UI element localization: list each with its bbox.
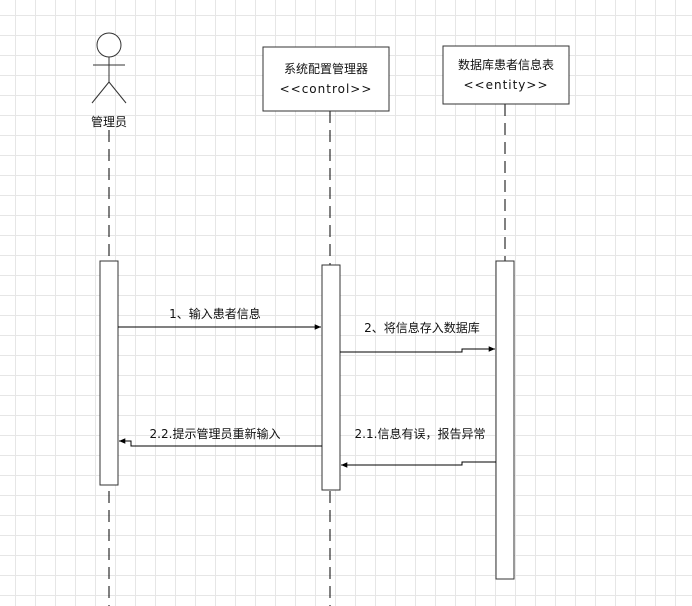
entity-stereotype: <<entity>>	[463, 78, 549, 92]
controller-stereotype: <<control>>	[279, 82, 373, 96]
entity-name: 数据库患者信息表	[457, 58, 554, 72]
entity-box[interactable]	[442, 45, 570, 105]
admin-actor-label: 管理员	[90, 115, 127, 129]
message-2-1-label: 2.1.信息有误，报告异常	[354, 427, 486, 441]
admin-activation	[99, 260, 119, 486]
controller-box[interactable]	[262, 46, 390, 112]
message-2-2-arrow	[119, 438, 322, 447]
admin-actor-figure	[91, 32, 127, 104]
message-2-arrow	[340, 346, 495, 353]
message-2-2-label: 2.2.提示管理员重新输入	[149, 427, 281, 441]
entity-activation	[495, 260, 515, 580]
message-1-label: 1、输入患者信息	[169, 307, 261, 321]
message-2-1-arrow	[341, 461, 496, 468]
message-2-label: 2、将信息存入数据库	[364, 321, 480, 335]
controller-activation	[321, 264, 341, 491]
controller-box-text: 系统配置管理器 <<control>>	[263, 47, 389, 111]
entity-box-text: 数据库患者信息表 <<entity>>	[443, 46, 569, 104]
controller-name: 系统配置管理器	[283, 62, 368, 76]
